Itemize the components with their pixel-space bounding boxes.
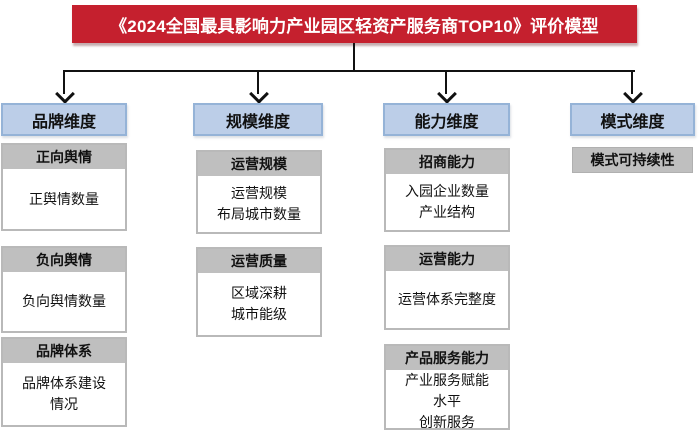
card-body-line: 产业结构	[419, 204, 475, 220]
card-header: 模式可持续性	[590, 152, 675, 168]
card-header: 负向舆情	[3, 248, 125, 272]
card-body-line: 品牌体系建设	[22, 375, 106, 391]
card-operation-quality: 运营质量 区域深耕 城市能级	[196, 247, 322, 337]
card-body-line: 布局城市数量	[217, 206, 301, 222]
arrow-down-icon	[249, 84, 269, 104]
card-operation-capability: 运营能力 运营体系完整度	[384, 245, 510, 330]
card-header: 正向舆情	[3, 145, 125, 169]
dimension-label: 模式维度	[600, 113, 665, 131]
connector-drop-line-brand	[63, 70, 65, 94]
card-negative-sentiment: 负向舆情 负向舆情数量	[1, 246, 127, 333]
card-body: 区域深耕 城市能级	[198, 273, 320, 335]
dimension-label: 品牌维度	[31, 113, 96, 131]
dimension-header-model: 模式维度	[570, 103, 695, 136]
dimension-header-capability: 能力维度	[383, 103, 510, 136]
card-body-line: 创新服务	[419, 414, 475, 430]
card-body: 产业服务赋能 水平 创新服务	[386, 370, 508, 433]
arrow-down-icon	[623, 84, 643, 104]
connector-drop-line-capability	[445, 70, 447, 94]
arrow-down-icon	[437, 84, 457, 104]
model-title-banner: 《2024全国最具影响力产业园区轻资产服务商TOP10》评价模型	[72, 5, 637, 43]
arrow-down-icon	[55, 84, 75, 104]
card-body: 品牌体系建设 情况	[3, 363, 125, 425]
connector-horizontal-line	[63, 70, 635, 72]
card-investment-attraction: 招商能力 入园企业数量 产业结构	[384, 148, 510, 232]
card-body-line: 入园企业数量	[405, 183, 489, 199]
card-operation-scale: 运营规模 运营规模 布局城市数量	[196, 150, 322, 234]
dimension-label: 规模维度	[225, 113, 290, 131]
card-header: 运营规模	[198, 152, 320, 176]
model-title: 《2024全国最具影响力产业园区轻资产服务商TOP10》评价模型	[110, 16, 599, 36]
card-body-line: 水平	[433, 393, 461, 409]
card-body: 正舆情数量	[3, 169, 125, 229]
card-body-line: 正舆情数量	[29, 190, 99, 207]
card-body: 入园企业数量 产业结构	[386, 174, 508, 230]
card-body-line: 城市能级	[231, 306, 287, 322]
dimension-header-brand: 品牌维度	[1, 103, 127, 136]
dimension-label: 能力维度	[414, 113, 479, 131]
card-model-sustainability: 模式可持续性	[572, 147, 693, 173]
card-body-line: 负向舆情数量	[22, 293, 106, 309]
connector-trunk-line	[353, 43, 355, 71]
card-header: 产品服务能力	[386, 346, 508, 370]
card-body: 负向舆情数量	[3, 272, 125, 331]
card-header: 品牌体系	[3, 339, 125, 363]
card-body: 运营体系完整度	[386, 271, 508, 328]
card-brand-system: 品牌体系 品牌体系建设 情况	[1, 337, 127, 427]
connector-drop-line-model	[631, 70, 633, 94]
card-header: 运营质量	[198, 249, 320, 273]
card-body: 运营规模 布局城市数量	[198, 176, 320, 232]
dimension-header-scale: 规模维度	[193, 103, 323, 136]
card-positive-sentiment: 正向舆情 正舆情数量	[1, 143, 127, 231]
card-body-line: 区域深耕	[231, 285, 287, 301]
card-body-line: 运营规模	[231, 185, 287, 201]
card-header: 招商能力	[386, 150, 508, 174]
card-body-line: 情况	[50, 396, 78, 412]
card-header: 运营能力	[386, 247, 508, 271]
card-body-line: 产业服务赋能	[405, 372, 489, 388]
card-product-service-capability: 产品服务能力 产业服务赋能 水平 创新服务	[384, 344, 510, 430]
connector-drop-line-scale	[257, 70, 259, 94]
card-body-line: 运营体系完整度	[398, 291, 496, 307]
